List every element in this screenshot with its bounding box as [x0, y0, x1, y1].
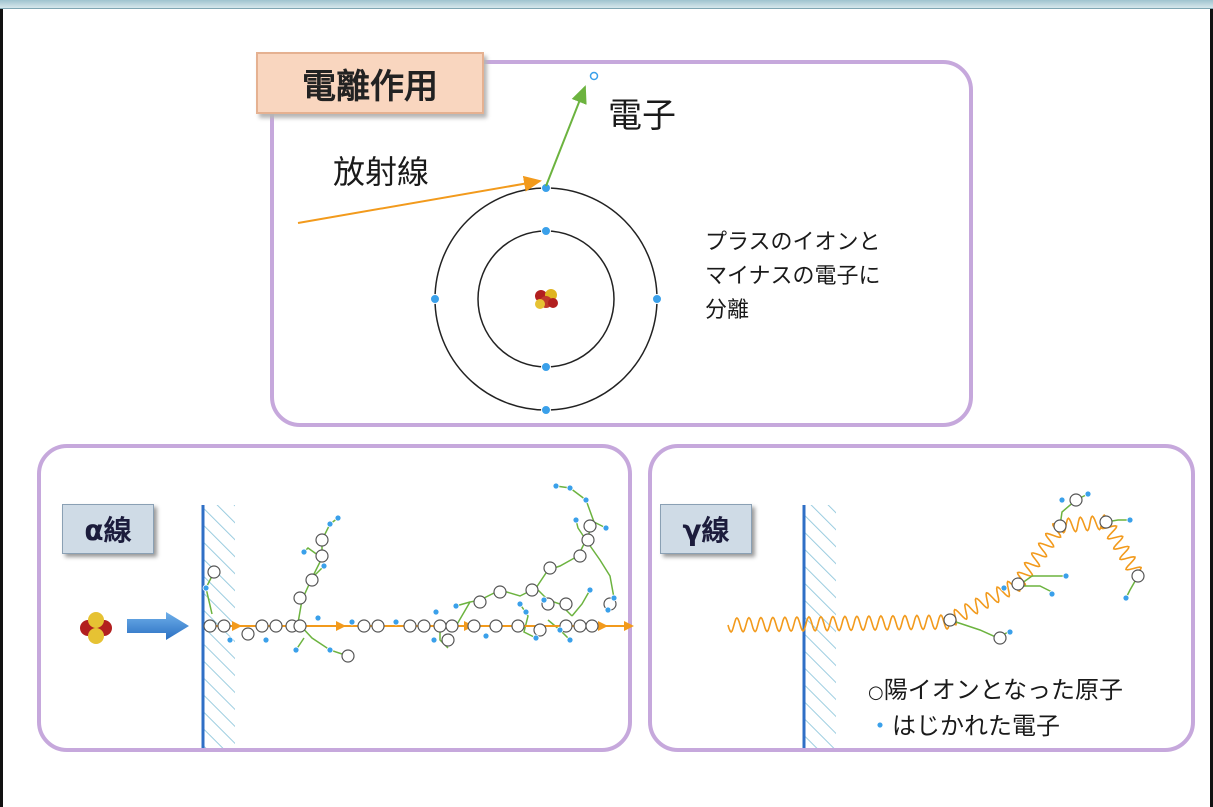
ionization-title: 電離作用 [256, 52, 484, 114]
gamma-wave-scatter-2 [1016, 522, 1062, 587]
gamma-ray-illustration [727, 490, 1145, 748]
gamma-wave-scatter-3 [1059, 513, 1143, 579]
gamma-wave-scatter-1 [949, 580, 1021, 626]
gamma-electron-tracks [949, 493, 1139, 639]
gamma-ray-tag: γ線 [660, 504, 752, 554]
description-line: マイナスの電子に [705, 264, 881, 289]
description-line: プラスのイオンと [705, 230, 881, 255]
alpha-ion-atoms [203, 519, 617, 663]
description-line: 分離 [705, 298, 750, 323]
ionization-panel [270, 60, 973, 427]
legend-ion-atom: ○陽イオンとなった原子 [868, 670, 1123, 705]
alpha-scattered-electrons [202, 482, 618, 654]
legend-atom-label: 陽イオンとなった原子 [883, 676, 1123, 704]
top-strip [0, 0, 1213, 9]
legend-atom-marker: ○ [868, 682, 884, 703]
wall-hatch [804, 505, 836, 748]
alpha-ray-tag: α線 [62, 504, 154, 554]
incoming-arrow-icon [127, 612, 189, 640]
gamma-scattered-electrons [1000, 490, 1134, 636]
legend-electron-marker: ・ [868, 712, 892, 740]
atom-diagram [297, 71, 662, 415]
legend-electron: ・はじかれた電子 [868, 706, 1060, 741]
gamma-ray-panel [648, 444, 1195, 752]
nucleus-icon [535, 289, 558, 309]
alpha-particle-icon [80, 612, 112, 644]
orbit-electrons [430, 183, 662, 415]
radiation-arrow [297, 175, 542, 224]
ejected-electron [589, 71, 599, 81]
gamma-wave [727, 613, 951, 634]
alpha-ray-panel [37, 444, 632, 752]
ejected-electron-arrow [545, 85, 587, 187]
legend-electron-label: はじかれた電子 [892, 712, 1060, 740]
electron-label: 電子 [608, 96, 676, 136]
alpha-ray-illustration [80, 482, 634, 748]
ionization-description: プラスのイオンと マイナスの電子に 分離 [705, 226, 881, 328]
radiation-label: 放射線 [333, 153, 430, 191]
gamma-ion-atoms [943, 493, 1145, 645]
